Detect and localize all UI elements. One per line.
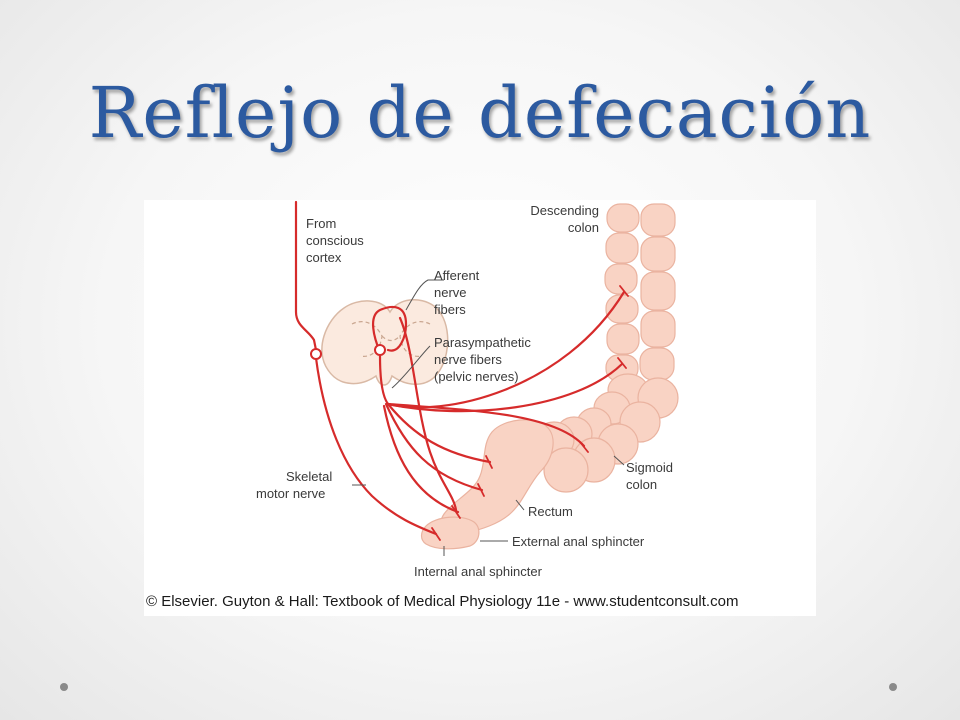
- rectum-shape: [440, 419, 554, 536]
- label-from-cortex-2: conscious: [306, 233, 364, 248]
- parasympathetic-neuron-body: [374, 344, 386, 356]
- sigmoid-colon-haustra: [533, 373, 679, 493]
- diagram-labels: From conscious cortex Descending colon A…: [256, 203, 673, 579]
- defecation-reflex-figure: From conscious cortex Descending colon A…: [144, 200, 816, 616]
- label-afferent-1: Afferent: [434, 268, 480, 283]
- afferent-fiber: [372, 305, 408, 354]
- label-skeletal-2: motor nerve: [256, 486, 325, 501]
- pelvic-fiber-4: [386, 402, 492, 464]
- pelvic-fiber-6: [382, 404, 460, 514]
- label-afferent-3: fibers: [434, 302, 466, 317]
- slide-title: Reflejo de defecación: [88, 72, 872, 154]
- label-skeletal-1: Skeletal: [286, 469, 332, 484]
- leader-lines: [352, 279, 625, 556]
- nerve-terminals: [431, 285, 629, 541]
- label-parasympathetic-3: (pelvic nerves): [434, 369, 519, 384]
- pelvic-fiber-5: [384, 402, 484, 492]
- label-afferent-2: nerve: [434, 285, 467, 300]
- diagram-svg: From conscious cortex Descending colon A…: [256, 200, 679, 579]
- motor-neuron-body: [310, 348, 322, 360]
- label-rectum: Rectum: [528, 504, 573, 519]
- slide-corner-dot-left: [60, 683, 68, 691]
- pelvic-fiber-2: [386, 362, 624, 413]
- colon: [420, 203, 679, 550]
- label-sigmoid-2: colon: [626, 477, 657, 492]
- label-internal-sphincter: Internal anal sphincter: [414, 564, 543, 579]
- cortical-fiber: [294, 200, 318, 352]
- label-external-sphincter: External anal sphincter: [512, 534, 645, 549]
- label-descending-colon-1: Descending: [530, 203, 599, 218]
- spinal-cord-cross-section: [321, 299, 449, 386]
- slide-corner-dot-right: [889, 683, 897, 691]
- nerve-fibers: [294, 200, 629, 541]
- label-parasympathetic-1: Parasympathetic: [434, 335, 531, 350]
- descending-colon-haustra: [604, 203, 676, 382]
- skeletal-motor-nerve-path: [314, 356, 438, 536]
- parasympathetic-main: [378, 354, 390, 406]
- label-from-cortex-3: cortex: [306, 250, 342, 265]
- anal-canal-shape: [420, 516, 480, 550]
- label-descending-colon-2: colon: [568, 220, 599, 235]
- afferent-to-rectum: [398, 316, 458, 512]
- spinal-cord-outline: [321, 299, 449, 386]
- pelvic-fiber-3: [386, 402, 586, 448]
- label-from-cortex-1: From: [306, 216, 336, 231]
- gray-matter-outline: [351, 321, 431, 357]
- label-sigmoid-1: Sigmoid: [626, 460, 673, 475]
- figure-copyright: © Elsevier. Guyton & Hall: Textbook of M…: [146, 593, 739, 610]
- label-parasympathetic-2: nerve fibers: [434, 352, 502, 367]
